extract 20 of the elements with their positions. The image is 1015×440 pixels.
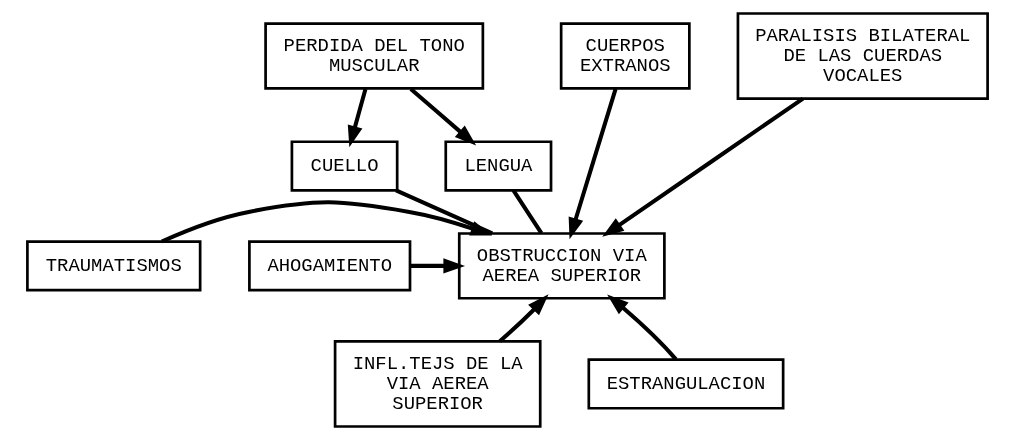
node-box: AHOGAMIENTO xyxy=(248,240,412,292)
node-box: CUERPOS EXTRANOS xyxy=(559,22,691,90)
arrow xyxy=(568,88,618,240)
arrow xyxy=(607,294,678,361)
node-box: OBSTRUCCION VIA AEREA SUPERIOR xyxy=(457,232,666,300)
arrow xyxy=(498,294,549,343)
arrow xyxy=(347,88,368,148)
node-box: CUELLO xyxy=(290,140,399,192)
connector xyxy=(511,189,544,235)
arrow xyxy=(409,87,477,146)
arrow xyxy=(160,200,493,244)
connector xyxy=(395,188,494,236)
node-box: INFL.TEJS DE LA VIA AEREA SUPERIOR xyxy=(333,340,542,428)
node-box: LENGUA xyxy=(444,140,553,192)
node-box: PERDIDA DEL TONO MUSCULAR xyxy=(264,22,485,90)
arrow xyxy=(602,96,805,237)
node-box: TRAUMATISMOS xyxy=(26,240,202,292)
arrow xyxy=(410,258,466,274)
node-box: ESTRANGULACION xyxy=(587,358,785,410)
node-box: PARALISIS BILATERAL DE LAS CUERDAS VOCALES xyxy=(736,12,989,100)
